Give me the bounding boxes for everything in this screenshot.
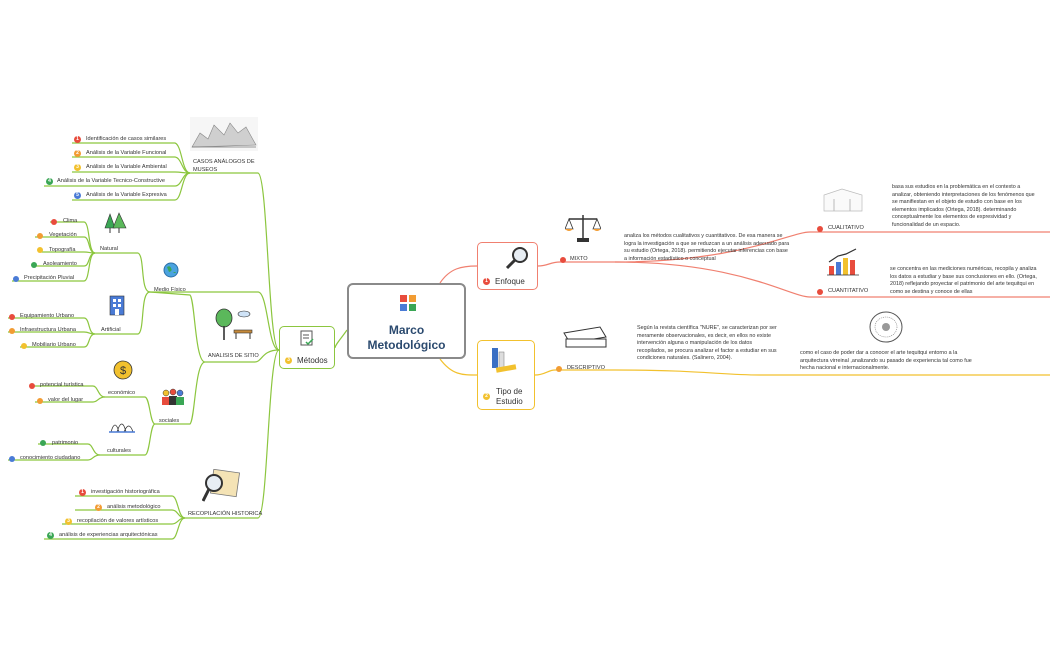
artificial-item-2-dot bbox=[9, 328, 15, 334]
trees-icon bbox=[104, 212, 127, 233]
casos-item-5[interactable]: Análisis de la Variable Expresiva bbox=[86, 192, 167, 198]
mixto-text: analiza los métodos cualitativos y cuant… bbox=[624, 233, 790, 262]
metodos-node[interactable]: 3 Métodos bbox=[279, 326, 335, 369]
puzzle-icon bbox=[400, 295, 416, 311]
recop-item-2[interactable]: análisis metodológico bbox=[107, 504, 161, 510]
descriptivo-dot bbox=[556, 366, 562, 372]
tipo-label: Tipo de Estudio bbox=[496, 387, 523, 406]
svg-text:$: $ bbox=[120, 365, 126, 377]
casos-item-4[interactable]: Análisis de la Variable Tecnico-Construc… bbox=[57, 178, 165, 184]
scanner-icon bbox=[563, 326, 607, 348]
casos-item-3[interactable]: Análisis de la Variable Ambiental bbox=[86, 164, 167, 170]
culturales-item-1[interactable]: patrimonio bbox=[52, 440, 79, 446]
recop-item-4[interactable]: análisis de experiencias arquitectónicas bbox=[59, 532, 158, 538]
mixto-dot bbox=[560, 257, 566, 263]
artificial-item-1[interactable]: Equipamiento Urbano bbox=[20, 313, 75, 319]
casos-item-2[interactable]: Análisis de la Variable Funcional bbox=[86, 150, 167, 156]
culturales-label: culturales bbox=[107, 448, 131, 454]
cualitativo-dot bbox=[817, 226, 823, 232]
globe-icon bbox=[163, 262, 179, 278]
artificial-item-3-dot bbox=[21, 343, 27, 349]
coin-icon: $ bbox=[113, 360, 133, 380]
metodos-number: 3 bbox=[285, 357, 292, 364]
recop-item-1-number: 1 bbox=[79, 489, 86, 496]
cuantitativo-text: se concentra en las mediciones numéricas… bbox=[890, 266, 1037, 295]
building-icon bbox=[109, 295, 125, 316]
balance-scale-icon bbox=[565, 215, 601, 242]
casos-item-1[interactable]: Identificación de casos similares bbox=[86, 136, 167, 142]
natural-item-3-dot bbox=[37, 247, 43, 253]
descriptivo-label[interactable]: DESCRIPTIVO bbox=[567, 365, 605, 371]
seal-icon bbox=[869, 311, 903, 343]
recop-item-3[interactable]: recopilación de valores artísticos bbox=[77, 518, 159, 524]
bar-chart-icon bbox=[827, 248, 859, 276]
culturales-item-1-dot bbox=[40, 440, 46, 446]
enfoque-node[interactable]: 1 Enfoque bbox=[477, 242, 538, 290]
enfoque-label: Enfoque bbox=[495, 277, 525, 286]
natural-item-1-dot bbox=[51, 219, 57, 225]
artificial-label: Artificial bbox=[101, 327, 121, 333]
economico-item-2-dot bbox=[37, 398, 43, 404]
opera-house-icon bbox=[109, 423, 135, 433]
natural-item-4[interactable]: Asoleamiento bbox=[43, 261, 77, 267]
natural-item-1[interactable]: Clima bbox=[63, 218, 78, 224]
casos-item-1-number: 1 bbox=[74, 136, 81, 143]
books-icon bbox=[492, 348, 517, 373]
economico-item-2[interactable]: valor del lugar bbox=[48, 397, 84, 403]
people-icon bbox=[162, 388, 184, 405]
economico-label: económico bbox=[108, 390, 136, 396]
magnifier-icon bbox=[505, 247, 528, 270]
sitio-label: ANALISIS DE SITIO bbox=[208, 353, 259, 359]
natural-item-2[interactable]: Vegetación bbox=[49, 232, 77, 238]
culturales-item-2[interactable]: conocimiento ciudadano bbox=[20, 455, 81, 461]
central-node[interactable]: Marco Metodológico bbox=[347, 283, 466, 359]
park-icon bbox=[215, 308, 253, 340]
economico-item-1[interactable]: potencial turística bbox=[40, 382, 84, 388]
tipo-estudio-node[interactable]: 2 Tipo de Estudio bbox=[477, 340, 535, 410]
culturales-item-2-dot bbox=[9, 456, 15, 462]
artificial-item-3[interactable]: Mobiliario Urbano bbox=[32, 342, 76, 348]
metodos-label: Métodos bbox=[297, 356, 328, 365]
recopilacion-label: RECOPILACIÓN HISTORICA bbox=[188, 511, 263, 517]
tipo-number: 2 bbox=[483, 393, 490, 400]
enfoque-number: 1 bbox=[483, 278, 490, 285]
medio-fisico-label: Medio Físico bbox=[154, 287, 186, 293]
artificial-item-1-dot bbox=[9, 314, 15, 320]
cualitativo-text: basa sus estudios en la problemática en … bbox=[892, 184, 1035, 228]
house-sketch-icon bbox=[823, 188, 863, 212]
checklist-icon bbox=[300, 330, 314, 346]
casos-label: CASOS ANÁLOGOS DE MUSEOS bbox=[193, 159, 255, 173]
mixto-label[interactable]: MIXTO bbox=[570, 256, 588, 262]
sociales-label: sociales bbox=[159, 418, 180, 424]
recop-item-1[interactable]: investigación historiográfica bbox=[91, 489, 160, 495]
casos-item-3-number: 3 bbox=[74, 164, 81, 171]
recop-item-4-number: 4 bbox=[47, 532, 54, 539]
cuantitativo-label[interactable]: CUANTITATIVO bbox=[828, 288, 869, 294]
economico-item-1-dot bbox=[29, 383, 35, 389]
natural-item-2-dot bbox=[37, 233, 43, 239]
natural-item-4-dot bbox=[31, 262, 37, 268]
natural-item-3[interactable]: Topografía bbox=[49, 247, 76, 253]
casos-item-4-number: 4 bbox=[46, 178, 53, 185]
central-title: Marco Metodológico bbox=[367, 323, 446, 352]
casos-item-5-number: 5 bbox=[74, 192, 81, 199]
casos-item-2-number: 2 bbox=[74, 150, 81, 157]
artificial-item-2[interactable]: Infraestructura Urbana bbox=[20, 327, 76, 333]
magnifier-document-icon bbox=[202, 469, 240, 502]
descriptivo-text-2: como el caso de poder dar a conocer el a… bbox=[800, 350, 972, 372]
descriptivo-text: Según la revista científica "NURE", se c… bbox=[637, 325, 777, 362]
natural-item-5-dot bbox=[13, 276, 19, 282]
natural-label: Natural bbox=[100, 246, 119, 252]
cuantitativo-dot bbox=[817, 289, 823, 295]
cualitativo-label[interactable]: CUALITATIVO bbox=[828, 225, 864, 231]
natural-item-5[interactable]: Precipitación Pluvial bbox=[24, 275, 75, 281]
museum-building-icon bbox=[190, 117, 258, 151]
recop-item-2-number: 2 bbox=[95, 504, 102, 511]
recop-item-3-number: 3 bbox=[65, 518, 72, 525]
